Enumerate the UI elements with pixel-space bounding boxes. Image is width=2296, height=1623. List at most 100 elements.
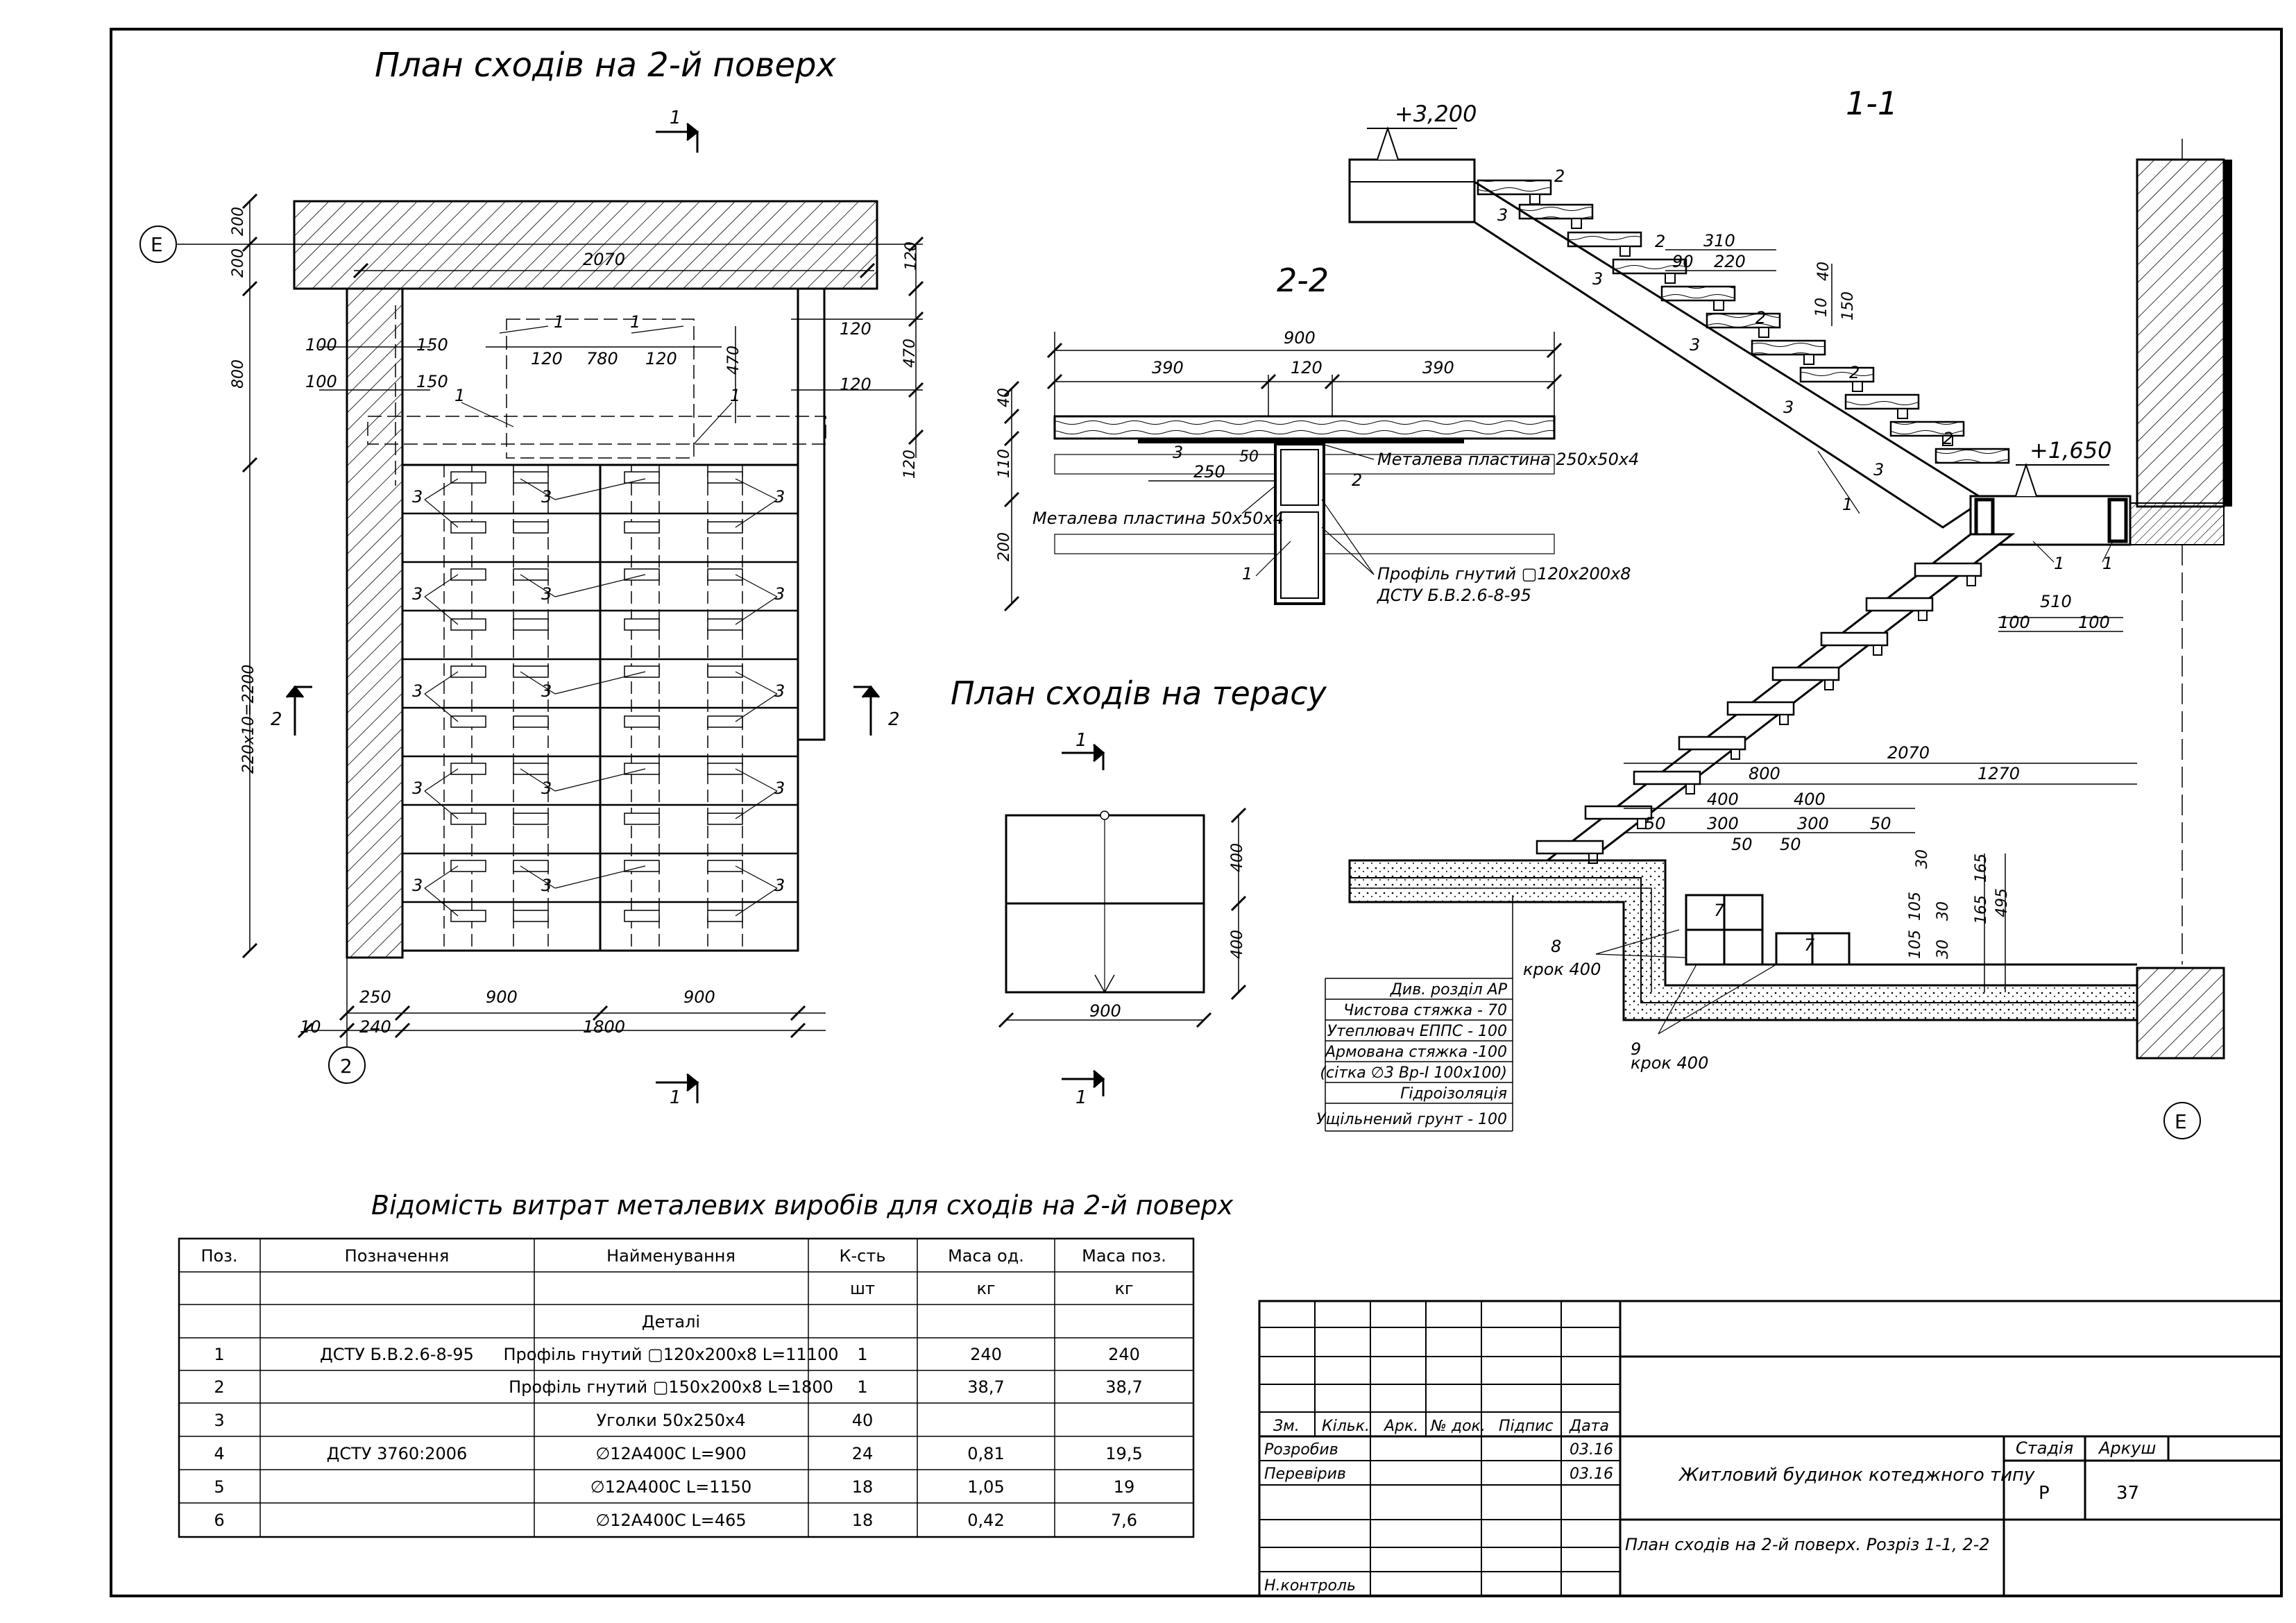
callout-9: 9 <box>1631 1039 1641 1059</box>
section-1-1-title: 1-1 <box>1846 85 1898 122</box>
dim-1270: 1270 <box>1978 764 2020 783</box>
title-block: Зм. Кільк. Арк. № док. Підпис Дата Розро… <box>1258 1300 2283 1597</box>
table-cell: 19,5 <box>1105 1444 1142 1463</box>
callout-1: 1 <box>1242 564 1252 584</box>
table-cell: 40 <box>852 1411 874 1430</box>
dim-470: 470 <box>725 346 742 375</box>
callout-3: 3 <box>412 681 423 701</box>
stamp-sheet-label: Аркуш <box>2098 1438 2156 1458</box>
table-cell: ∅12А400С L=465 <box>595 1511 746 1530</box>
callout-3: 3 <box>1592 269 1603 289</box>
section-mark-2: 2 <box>888 709 900 730</box>
table-cell: Профіль гнутий ▢120х200х8 L=11100 <box>504 1345 839 1364</box>
dim-165: 165 <box>1973 853 1990 883</box>
callout-3: 3 <box>541 779 552 798</box>
table-cell: 5 <box>214 1477 224 1497</box>
label-dstu: ДСТУ Б.В.2.6-8-95 <box>1377 586 1531 605</box>
dim-510: 510 <box>2040 592 2072 611</box>
dim-100: 100 <box>2078 613 2110 632</box>
dim-220x10: 220х10=2200 <box>240 665 257 774</box>
table-cell: 38,7 <box>967 1377 1004 1397</box>
dim-300: 300 <box>1797 814 1829 833</box>
callout-3: 3 <box>1783 398 1794 417</box>
section-1-1: 1-1 +3,200 <box>1316 85 2232 1139</box>
dim-150: 150 <box>416 335 448 355</box>
dim-240: 240 <box>359 1017 391 1037</box>
label-profile: Профіль гнутий ▢120х200х8 <box>1377 564 1631 584</box>
layer: Ущільнений грунт - 100 <box>1316 1111 1507 1128</box>
stamp-drawing: План сходів на 2-й поверх. Розріз 1-1, 2… <box>1625 1535 1990 1554</box>
callout-3: 3 <box>774 681 785 701</box>
dim-400: 400 <box>1794 790 1826 809</box>
table-cell: ДСТУ Б.В.2.6-8-95 <box>320 1345 474 1364</box>
axis-2-label: 2 <box>340 1055 352 1078</box>
dim-900: 900 <box>1089 1001 1121 1021</box>
terrace-title: План сходів на терасу <box>951 674 1327 712</box>
dim-900: 900 <box>683 987 715 1007</box>
callout-8: 8 <box>1551 937 1561 956</box>
section-2-2: 2-2 900 390 120 390 40 <box>996 262 1639 612</box>
dim-300: 300 <box>1707 814 1739 833</box>
dim-10: 10 <box>300 1017 321 1037</box>
table-cell: 1,05 <box>967 1477 1004 1497</box>
stamp-col-header: Підпис <box>1499 1418 1554 1435</box>
dim-470: 470 <box>901 339 919 368</box>
dim-390: 390 <box>1152 358 1184 377</box>
callout-3: 3 <box>1690 335 1700 355</box>
callout-3: 3 <box>541 876 552 895</box>
dim-310: 310 <box>1703 231 1735 250</box>
callout-3: 3 <box>774 584 785 604</box>
table-cell: 1 <box>214 1345 224 1364</box>
dim-800: 800 <box>1749 764 1780 783</box>
table-cell: 0,81 <box>967 1444 1004 1463</box>
layer: (сітка ∅3 Вр-І 100х100) <box>1320 1064 1507 1082</box>
layer: Армована стяжка -100 <box>1324 1044 1507 1061</box>
table-cell: 19 <box>1114 1477 1135 1497</box>
stamp-date: 03.16 <box>1570 1441 1613 1459</box>
section-mark-1: 1 <box>670 1087 681 1108</box>
stamp-col-header: Кільк. <box>1322 1418 1370 1435</box>
table-unit: шт <box>850 1279 875 1298</box>
dim-250: 250 <box>359 987 391 1007</box>
dim-150: 150 <box>416 372 448 391</box>
level-top: +3,200 <box>1395 101 1477 127</box>
section-mark-1: 1 <box>670 108 681 128</box>
table-cell: 1 <box>857 1345 867 1364</box>
dim-400: 400 <box>1229 843 1246 872</box>
callout-3: 3 <box>412 584 423 604</box>
table-header: Маса поз. <box>1082 1246 1166 1266</box>
callout-3: 3 <box>412 779 423 798</box>
label-plate-50: Металева пластина 50х50х4 <box>1032 509 1284 528</box>
dim-800: 800 <box>230 359 247 389</box>
stamp-stage: Р <box>2039 1483 2050 1504</box>
callout-2: 2 <box>1655 232 1665 251</box>
plan-2nd-floor-title: План сходів на 2-й поверх <box>375 46 836 85</box>
stamp-col-header: Зм. <box>1273 1418 1300 1435</box>
section-mark-1: 1 <box>1075 1087 1087 1108</box>
stamp-checked: Перевірив <box>1264 1465 1346 1483</box>
callout-3: 3 <box>1873 460 1884 479</box>
callout-1: 1 <box>454 386 465 405</box>
axis-e-marker <box>2163 1102 2201 1139</box>
callout-3: 3 <box>412 487 423 507</box>
dim-90: 90 <box>1672 252 1694 271</box>
table-cell: Профіль гнутий ▢150х200х8 L=1800 <box>509 1377 833 1397</box>
table-section: Деталі <box>642 1312 700 1332</box>
dim-200: 200 <box>230 248 247 278</box>
table-cell: 18 <box>852 1477 874 1497</box>
section-mark-1: 1 <box>1075 730 1087 751</box>
stamp-project: Житловий будинок котеджного типу <box>1678 1465 2035 1486</box>
callout-krok: крок 400 <box>1631 1053 1708 1073</box>
table-cell: 7,6 <box>1111 1511 1137 1530</box>
dim-100: 100 <box>1998 613 2030 632</box>
dim-400: 400 <box>1707 790 1739 809</box>
dim-400: 400 <box>1229 930 1246 959</box>
sheet-frame <box>110 28 2283 1597</box>
table-cell: 2 <box>214 1377 224 1397</box>
table-unit: кг <box>976 1279 995 1298</box>
table-header: Поз. <box>201 1246 237 1266</box>
plan-steps: 3 3 3 3 3 3 3 3 3 3 3 3 3 3 3 <box>401 464 799 952</box>
dim-2070: 2070 <box>1887 743 1930 763</box>
table-cell: 18 <box>852 1511 874 1530</box>
terrace-plan: План сходів на терасу 900 400 400 1 1 <box>951 674 1327 1108</box>
